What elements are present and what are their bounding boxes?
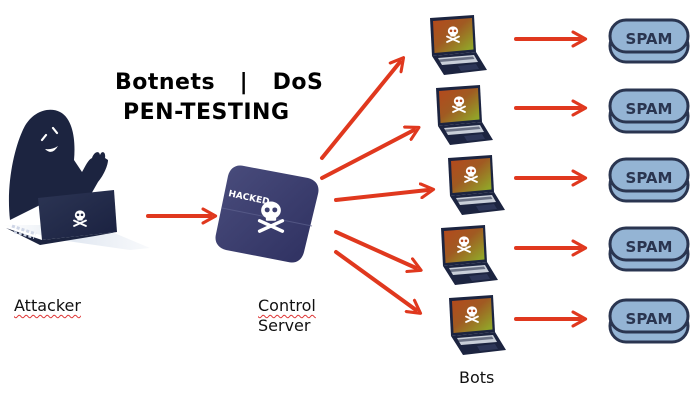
spam-badge-2: SPAM — [608, 88, 690, 134]
bot-laptop-icon-3 — [448, 155, 505, 215]
bot-to-spam-arrows — [514, 39, 580, 319]
spam-group: SPAM SPAM SPAM SPAM SPAM — [608, 18, 690, 344]
spam-badge-3: SPAM — [608, 157, 690, 203]
arrow-server-to-bot-3 — [334, 190, 428, 202]
spam-label: SPAM — [626, 100, 673, 118]
title-line-1: Botnets | DoS — [115, 70, 324, 95]
spam-label: SPAM — [626, 169, 673, 187]
spam-badge-1: SPAM — [608, 18, 690, 64]
arrow-server-to-bot-5 — [334, 250, 416, 310]
spam-badge-5: SPAM — [608, 298, 690, 344]
title-line-2: PEN-TESTING — [123, 100, 290, 125]
arrow-server-to-bot-4 — [334, 230, 416, 268]
attacker-label-text: Attacker — [14, 296, 81, 315]
attacker-icon — [2, 109, 150, 250]
arrow-server-to-bot-2 — [320, 130, 414, 180]
control-server-label-line-1: Control — [258, 296, 316, 315]
bots-label: Bots — [459, 368, 495, 387]
spam-badge-4: SPAM — [608, 226, 690, 272]
bot-laptop-icon-2 — [436, 85, 493, 145]
spam-label: SPAM — [626, 238, 673, 256]
server-to-bot-arrows — [320, 62, 428, 310]
control-server-label-line-2: Server — [258, 316, 311, 335]
bot-laptop-icon-4 — [441, 225, 498, 285]
control-server-icon: HACKED — [215, 165, 319, 263]
bot-laptop-icon-5 — [449, 295, 506, 355]
attacker-silhouette — [8, 109, 109, 220]
arrow-server-to-bot-1 — [320, 62, 400, 160]
spam-label: SPAM — [626, 310, 673, 328]
spam-label: SPAM — [626, 30, 673, 48]
bots-group — [430, 15, 506, 355]
attacker-label: Attacker — [14, 296, 81, 316]
control-server-label: Control Server — [258, 296, 316, 336]
bot-laptop-icon-1 — [430, 15, 487, 75]
